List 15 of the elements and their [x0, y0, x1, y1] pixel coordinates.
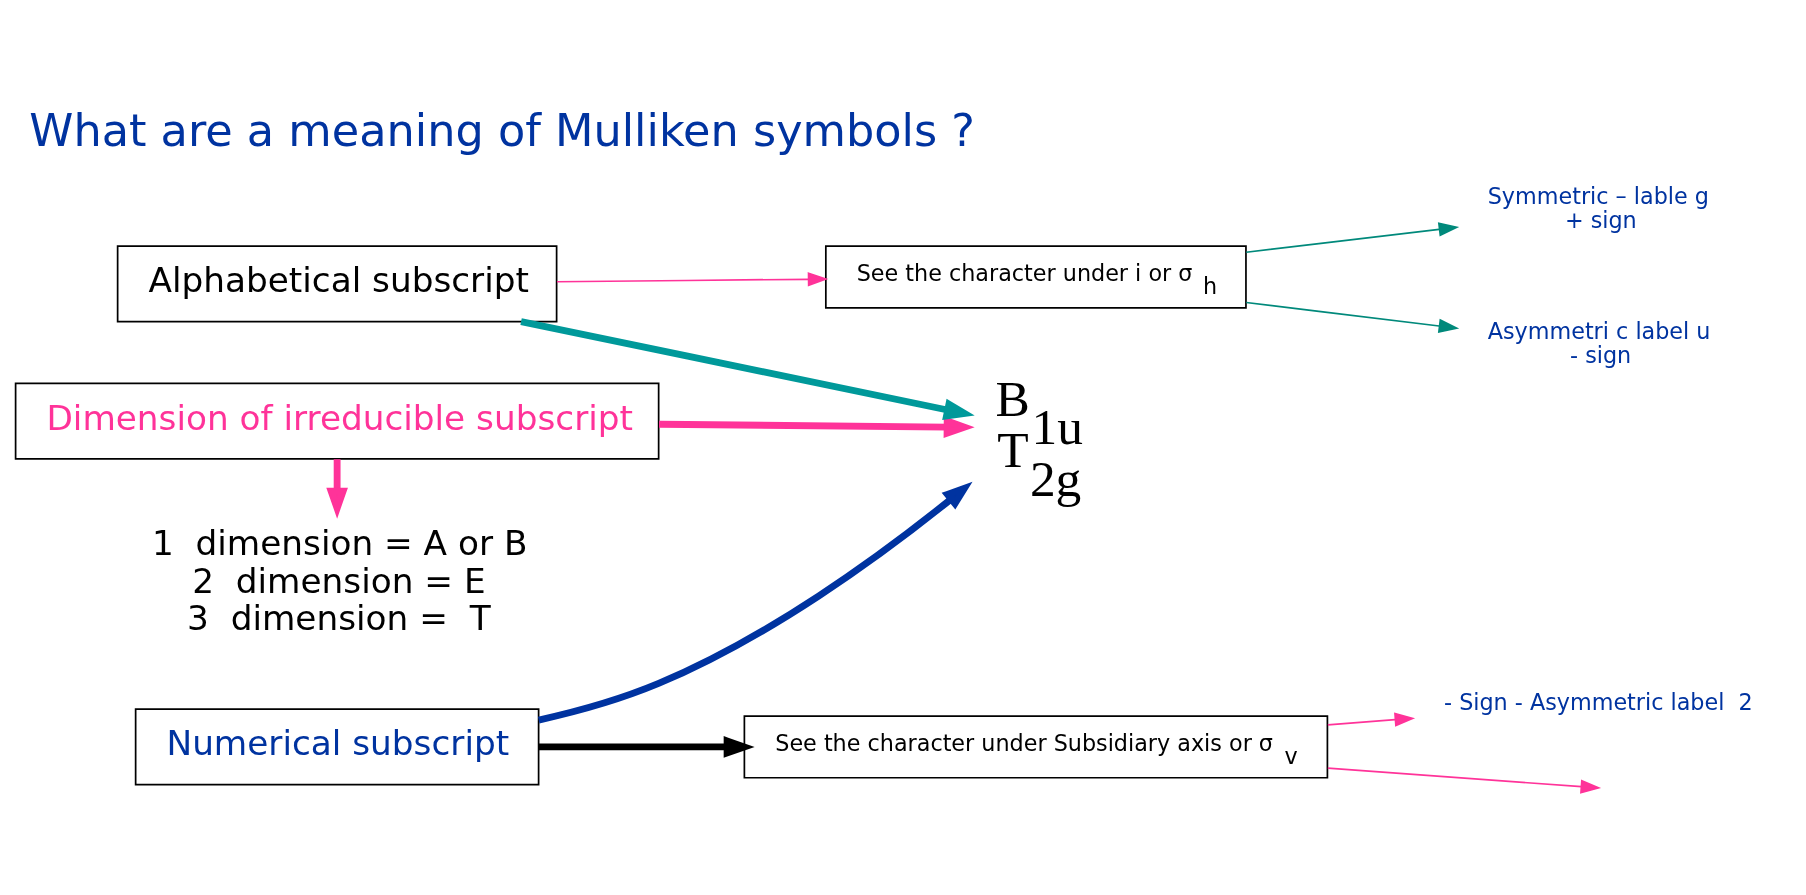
node-text: Symmetric – lable g + sign — [1487, 183, 1709, 234]
node-text: 1 dimension = A or B 2 dimension = E 3 dimension = T — [151, 522, 528, 639]
diagram-title: What are a meaning of Mulliken symbols ? — [29, 105, 976, 158]
arrow — [556, 272, 829, 287]
node-text: Asymmetri c label u - sign — [1487, 318, 1711, 369]
arrow — [1245, 301, 1460, 334]
arrow — [1327, 767, 1602, 794]
arrow — [1327, 712, 1416, 727]
node-box: Alphabetical subscript — [116, 245, 558, 323]
node-text: - Sign - Asymmetric label 2 — [1444, 688, 1753, 715]
node-box: Numerical subscript — [134, 708, 540, 786]
arrow — [520, 318, 975, 420]
arrow — [1245, 222, 1460, 254]
node-box: Dimension of irreducible subscript — [14, 382, 660, 460]
arrow — [537, 481, 973, 724]
